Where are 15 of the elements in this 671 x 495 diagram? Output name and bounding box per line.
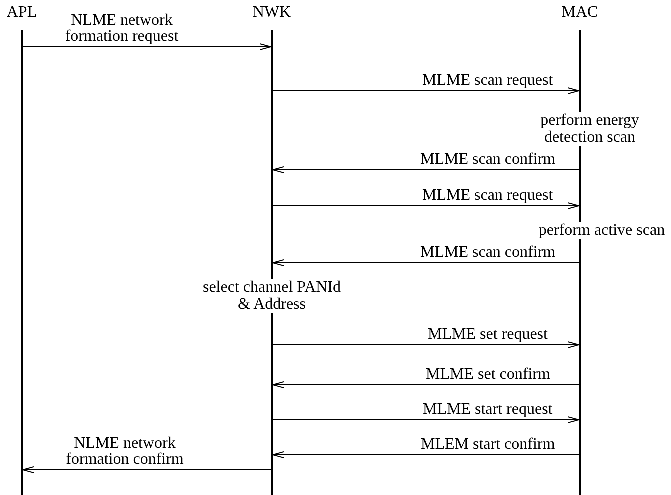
edge-label: MLME scan request <box>420 188 556 204</box>
edge-label: MLME set request <box>426 327 550 343</box>
message-arrow <box>272 416 580 424</box>
message-arrow <box>272 202 580 210</box>
message-arrow <box>272 166 580 174</box>
message-arrow <box>272 260 580 266</box>
message-arrow <box>22 466 272 474</box>
note-text: select channel PANId & Address <box>202 279 342 313</box>
message-arrow <box>272 382 580 388</box>
edge-label: MLME scan request <box>420 73 556 89</box>
message-arrow <box>22 44 272 50</box>
message-arrow <box>272 342 580 348</box>
message-arrow <box>272 452 580 458</box>
edge-label: MLME start request <box>421 402 555 418</box>
message-arrow <box>272 88 580 94</box>
